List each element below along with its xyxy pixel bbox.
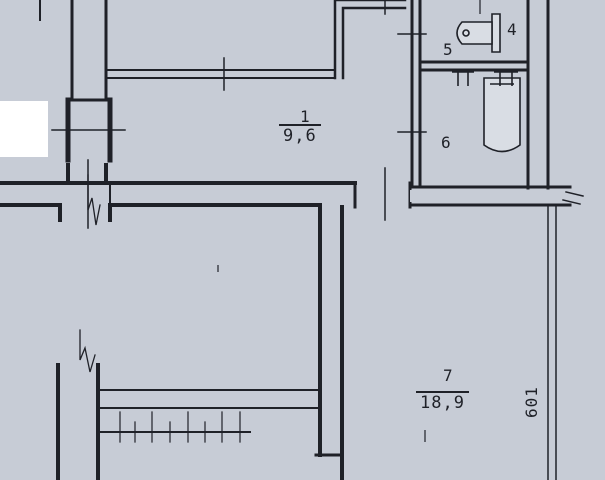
bathtub bbox=[483, 77, 521, 153]
toilet-bowl bbox=[456, 21, 493, 45]
wall-bath-left bbox=[410, 0, 422, 187]
toilet-hole bbox=[462, 29, 470, 37]
white-patch bbox=[0, 101, 48, 157]
walls bbox=[0, 0, 584, 480]
toilet-fixture bbox=[456, 0, 501, 53]
wall-right-horizontal bbox=[408, 185, 572, 207]
room-1-area: 9,6 bbox=[279, 124, 321, 147]
room7-ticks bbox=[217, 265, 426, 442]
room-1-number: 1 bbox=[300, 107, 311, 126]
wall-room1-right-step bbox=[333, 0, 407, 80]
wall-right-tick bbox=[562, 191, 584, 205]
wall-left-upper bbox=[70, 0, 108, 102]
wall-bath-left-ticks bbox=[397, 33, 427, 133]
dimension-label: 601 bbox=[522, 386, 541, 418]
wall-left-upper-fill bbox=[74, 0, 104, 100]
break-symbol-upper bbox=[87, 174, 101, 226]
room-7-number: 7 bbox=[443, 366, 454, 385]
wall-right-horizontal-fill bbox=[410, 190, 548, 202]
wall-right-outer bbox=[547, 204, 557, 480]
wall-bath-partition bbox=[418, 60, 530, 72]
bath-fixtures bbox=[452, 71, 521, 153]
wall-bath-right-fill bbox=[530, 0, 546, 186]
room-7-area: 18,9 bbox=[416, 391, 469, 413]
break-symbol-lower bbox=[79, 329, 96, 373]
sink-left bbox=[452, 71, 474, 86]
room-5-number: 5 bbox=[443, 40, 454, 59]
wall-bath-right bbox=[526, 0, 550, 190]
wall-room1-top bbox=[105, 69, 336, 79]
room-4-number: 4 bbox=[507, 20, 518, 39]
toilet-tank bbox=[491, 13, 501, 53]
sink-right bbox=[494, 71, 518, 86]
wall-middle-horizontal bbox=[0, 181, 357, 207]
wall-junction bbox=[58, 163, 112, 222]
wall-center-vertical bbox=[318, 203, 344, 480]
wall-lower-left bbox=[56, 363, 100, 480]
balcony-lines bbox=[97, 389, 321, 409]
wall-lower-left-fill bbox=[62, 368, 94, 480]
balcony-ticks bbox=[119, 411, 241, 443]
room-6-number: 6 bbox=[441, 133, 452, 152]
